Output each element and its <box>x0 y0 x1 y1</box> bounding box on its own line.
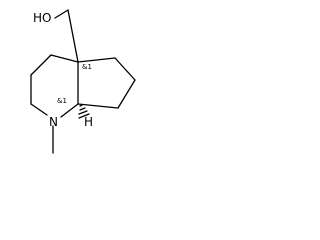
bond-c2-n1 <box>30 103 48 116</box>
nitrogen-label: N <box>49 115 58 129</box>
hashed-wedge-h <box>78 104 90 119</box>
bond-c7-c7a <box>77 103 119 109</box>
bond-c4a-c5 <box>77 57 116 63</box>
bond-c4a-c4 <box>50 54 79 63</box>
bond-o-ch2 <box>54 9 69 19</box>
bond-c6-c7 <box>117 79 136 109</box>
molecule-structure: HO N H &1 &1 <box>30 9 136 154</box>
bond-c5-c6 <box>114 57 136 81</box>
hydroxyl-label: HO <box>33 11 51 25</box>
bond-ch2-c4a <box>67 9 79 63</box>
stereo-label-bottom: &1 <box>57 97 67 105</box>
bond-c4-c3 <box>30 54 52 76</box>
bond-n1-c7a <box>60 103 79 118</box>
stereo-label-top: &1 <box>82 63 92 71</box>
hydrogen-label: H <box>84 115 93 129</box>
